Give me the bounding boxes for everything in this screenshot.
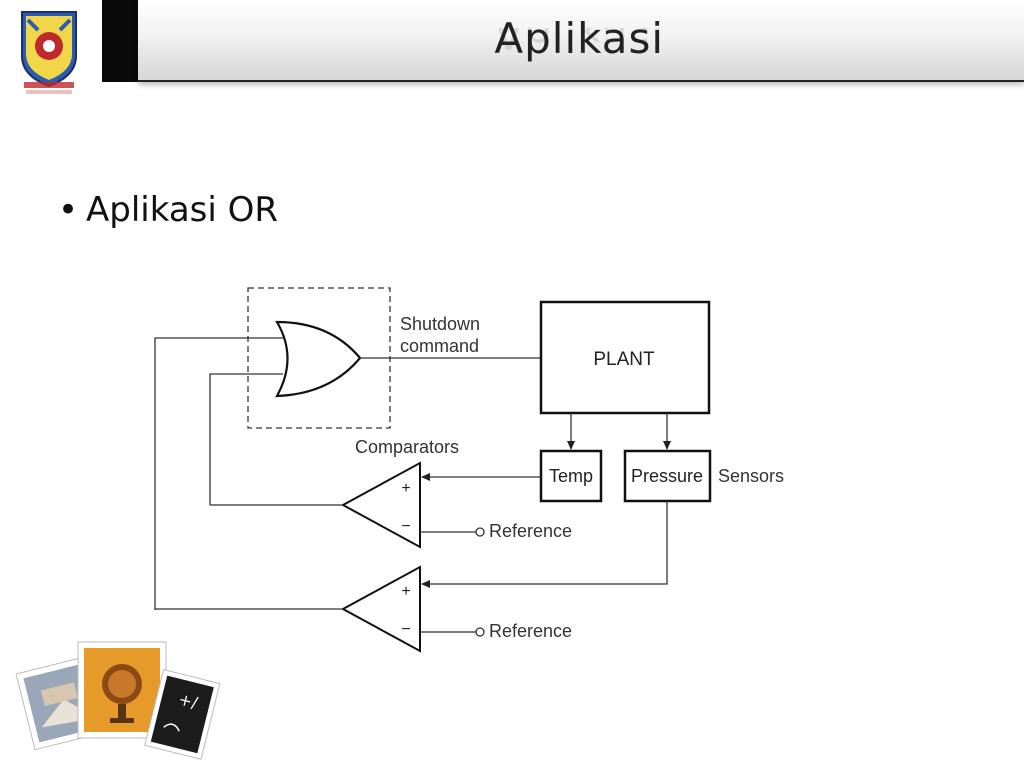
bullet-dot: • bbox=[58, 190, 79, 230]
wire-temp-feedback bbox=[209, 373, 283, 505]
label-sensors: Sensors bbox=[718, 466, 784, 486]
label-reference-bottom: Reference bbox=[489, 621, 572, 641]
reference-bottom-terminal bbox=[475, 627, 485, 637]
bullet-item: •Aplikasi OR bbox=[58, 190, 278, 230]
slide-title: Aplikasi bbox=[494, 14, 664, 63]
university-crest-logo bbox=[21, 11, 77, 94]
title-bar bbox=[138, 0, 1024, 82]
svg-text:+/: +/ bbox=[177, 689, 200, 712]
label-shutdown-line1: Shutdown bbox=[400, 314, 480, 334]
label-comparators: Comparators bbox=[355, 437, 459, 457]
photo-collage-decoration: +/ bbox=[15, 641, 221, 760]
reference-top-terminal bbox=[475, 527, 485, 537]
label-plus-top: + bbox=[401, 480, 410, 497]
temp-sensor-box bbox=[539, 449, 603, 503]
comparator-bottom bbox=[340, 565, 421, 653]
label-plant: PLANT bbox=[593, 349, 655, 370]
or-gate-symbol bbox=[275, 320, 362, 398]
arrow-pressure-to-comparator bbox=[421, 501, 668, 588]
label-minus-bottom: − bbox=[401, 621, 410, 638]
plant-box bbox=[539, 300, 711, 415]
title-accent-block bbox=[102, 0, 138, 82]
comparator-top bbox=[340, 461, 421, 549]
label-temp: Temp bbox=[549, 466, 593, 486]
label-shutdown-line2: command bbox=[400, 336, 479, 356]
wire-pressure-feedback bbox=[154, 337, 283, 610]
label-minus-top: − bbox=[401, 518, 410, 535]
bullet-text: Aplikasi OR bbox=[86, 190, 279, 230]
label-plus-bottom: + bbox=[401, 583, 410, 600]
label-reference-top: Reference bbox=[489, 521, 572, 541]
label-pressure: Pressure bbox=[631, 466, 703, 486]
